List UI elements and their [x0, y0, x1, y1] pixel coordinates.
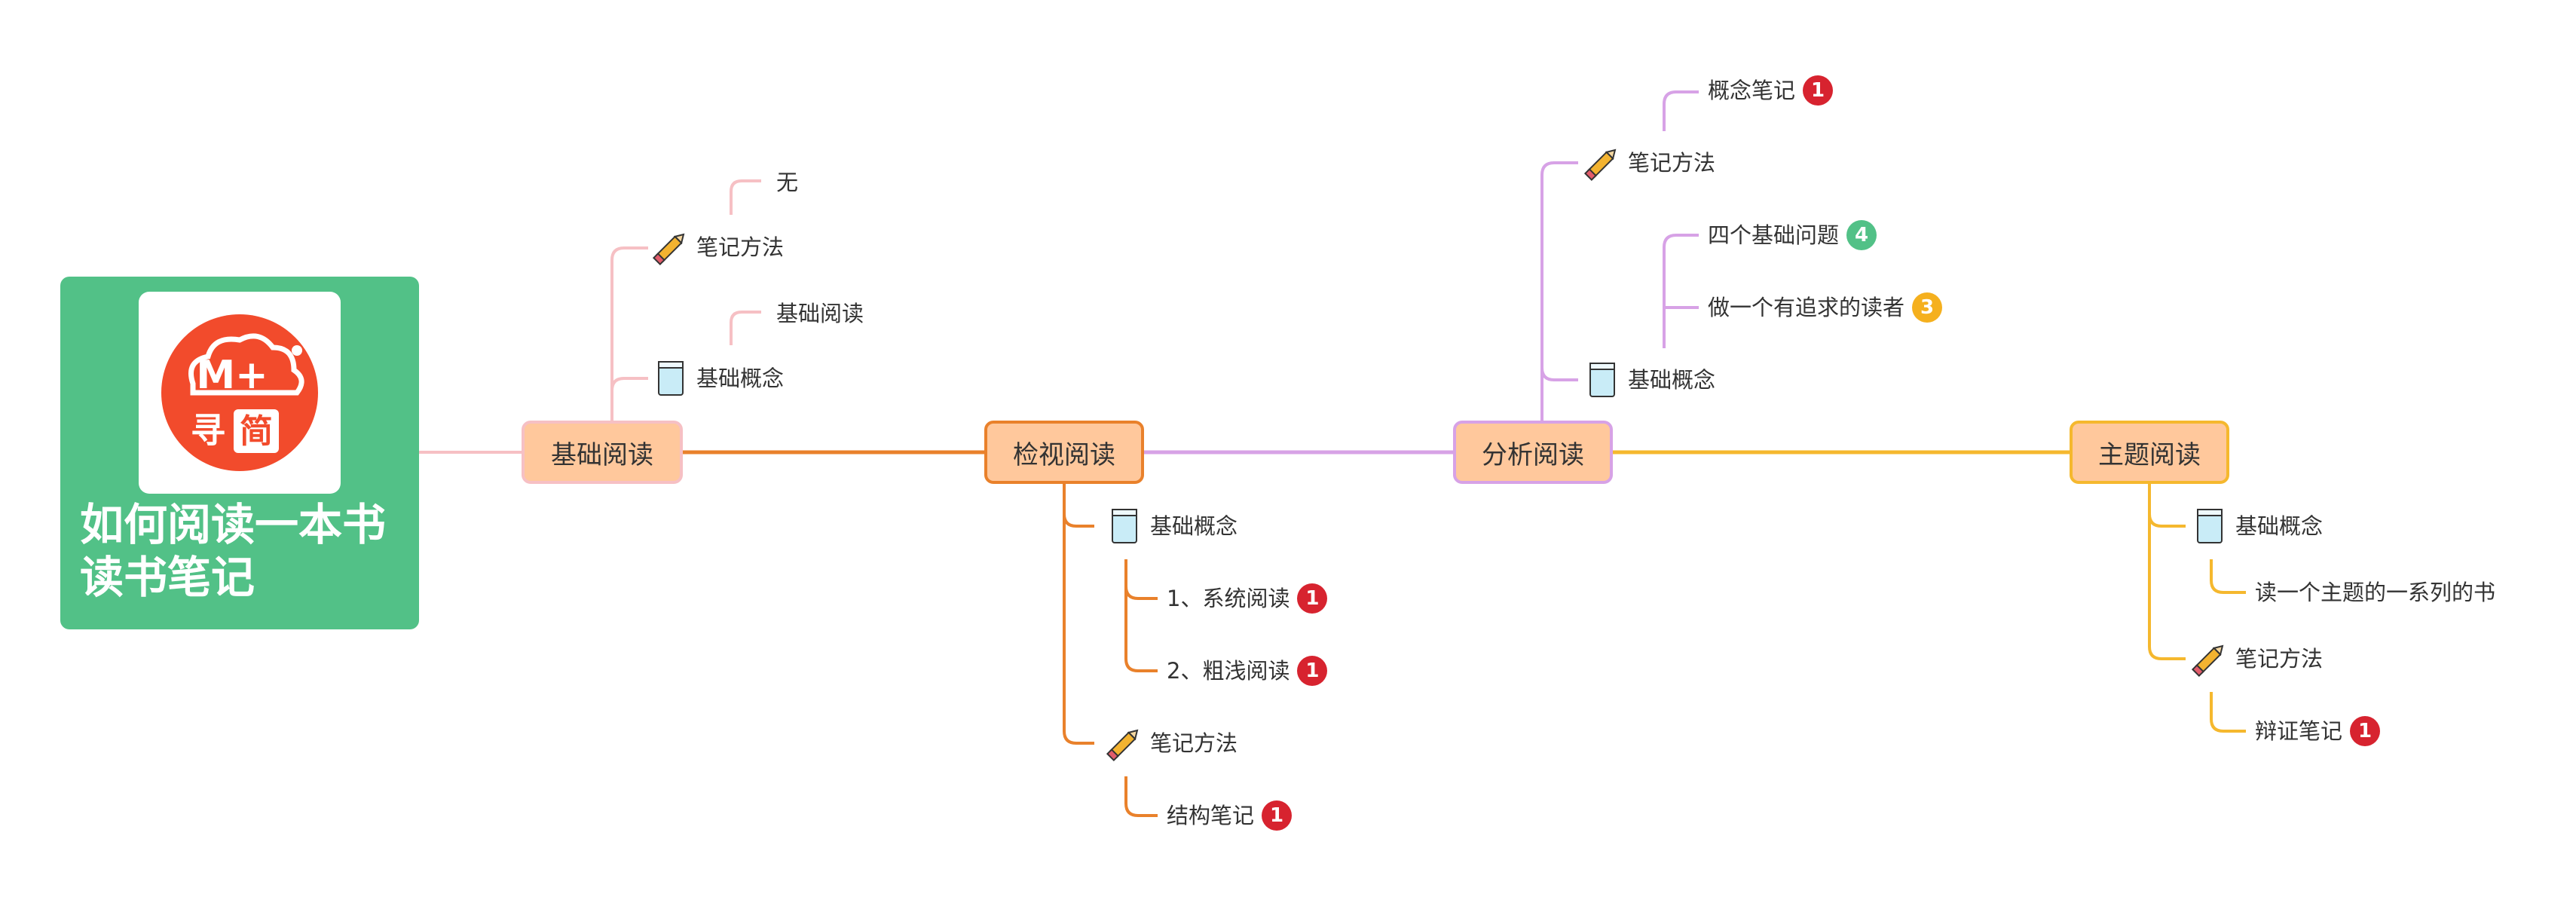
basic-method-child-label: 无	[776, 170, 799, 195]
analyze-concept-item2-label: 做一个有追求的读者	[1708, 295, 1905, 320]
basic-concept-child[interactable]: 基础阅读	[776, 298, 864, 329]
count-badge: 1	[1297, 583, 1328, 614]
inspect-item2[interactable]: 2、粗浅阅读 1	[1167, 656, 1328, 686]
analyze-concept-item1-label: 四个基础问题	[1708, 222, 1840, 248]
analyze-method-node[interactable]: 笔记方法	[1583, 143, 1715, 182]
count-badge: 4	[1846, 220, 1877, 250]
topic-method-child-label: 辩证笔记	[2255, 718, 2343, 744]
book-icon	[1112, 509, 1137, 543]
stage-analyze-label: 分析阅读	[1482, 439, 1584, 470]
count-badge: 1	[1297, 656, 1328, 686]
analyze-concept-item2[interactable]: 做一个有追求的读者 3	[1708, 292, 1943, 323]
topic-method-node[interactable]: 笔记方法	[2190, 639, 2323, 678]
connectors-inspect	[1063, 484, 1158, 817]
root-card[interactable]: M+ 寻 简 如何阅读一本书 读书笔记	[60, 277, 419, 629]
basic-concept-label: 基础概念	[696, 366, 785, 391]
count-badge: 1	[2350, 716, 2381, 746]
stage-syntopical-reading[interactable]: 主题阅读	[2070, 421, 2229, 484]
inspect-item1-label: 1、系统阅读	[1167, 586, 1290, 611]
connectors-topic	[2148, 484, 2246, 733]
count-badge: 1	[1262, 800, 1293, 831]
topic-method-child[interactable]: 辩证笔记 1	[2255, 716, 2381, 746]
root-title-line2: 读书笔记	[80, 552, 255, 603]
root-title-line1: 如何阅读一本书	[80, 499, 387, 550]
topic-concept-node[interactable]: 基础概念	[2190, 507, 2323, 546]
logo-text-top: M+	[196, 353, 268, 398]
inspect-method-node[interactable]: 笔记方法	[1105, 724, 1238, 763]
inspect-method-child-label: 结构笔记	[1167, 803, 1255, 828]
stage-topic-label: 主题阅读	[2098, 439, 2201, 470]
stage-basic-reading[interactable]: 基础阅读	[522, 421, 683, 484]
analyze-concept-label: 基础概念	[1628, 367, 1716, 393]
book-icon	[1589, 363, 1615, 397]
inspect-method-child[interactable]: 结构笔记 1	[1167, 800, 1293, 831]
connectors-analyze	[1540, 90, 1699, 421]
analyze-concept-node[interactable]: 基础概念	[1583, 360, 1715, 399]
inspect-concept-node[interactable]: 基础概念	[1105, 507, 1238, 546]
stage-basic-label: 基础阅读	[551, 439, 653, 470]
pencil-icon	[1583, 148, 1617, 182]
inspect-item2-label: 2、粗浅阅读	[1167, 658, 1290, 684]
stage-analytical-reading[interactable]: 分析阅读	[1453, 421, 1613, 484]
inspect-concept-label: 基础概念	[1150, 513, 1238, 539]
inspect-item1[interactable]: 1、系统阅读 1	[1167, 583, 1328, 614]
analyze-method-child-label: 概念笔记	[1708, 78, 1796, 103]
topic-method-label: 笔记方法	[2235, 646, 2324, 672]
logo-icon: M+ 寻 简	[161, 314, 318, 471]
topic-concept-label: 基础概念	[2235, 513, 2324, 539]
logo-text-right: 简	[240, 412, 273, 451]
stage-inspectional-reading[interactable]: 检视阅读	[984, 421, 1144, 484]
inspect-method-label: 笔记方法	[1150, 730, 1238, 756]
count-badge: 1	[1803, 75, 1834, 106]
pencil-icon	[2191, 644, 2224, 678]
basic-method-child[interactable]: 无	[776, 167, 798, 197]
basic-concept-node[interactable]: 基础概念	[651, 359, 784, 398]
topic-concept-child-label: 读一个主题的一系列的书	[2255, 580, 2496, 605]
root-title: 如何阅读一本书 读书笔记	[80, 498, 411, 604]
connectors-basic	[610, 179, 761, 421]
basic-concept-child-label: 基础阅读	[776, 301, 864, 326]
analyze-method-label: 笔记方法	[1628, 150, 1716, 176]
stage-inspect-label: 检视阅读	[1013, 439, 1115, 470]
basic-method-label: 笔记方法	[696, 234, 785, 260]
analyze-method-child[interactable]: 概念笔记 1	[1708, 75, 1834, 106]
book-icon	[658, 361, 684, 396]
topic-concept-child[interactable]: 读一个主题的一系列的书	[2255, 577, 2495, 608]
basic-method-node[interactable]: 笔记方法	[651, 228, 784, 267]
pencil-icon	[1106, 729, 1139, 762]
app-logo: M+ 寻 简	[139, 292, 341, 494]
logo-text-left: 寻	[191, 410, 225, 451]
pencil-icon	[652, 233, 685, 266]
book-icon	[2197, 509, 2223, 543]
count-badge: 3	[1912, 292, 1943, 323]
